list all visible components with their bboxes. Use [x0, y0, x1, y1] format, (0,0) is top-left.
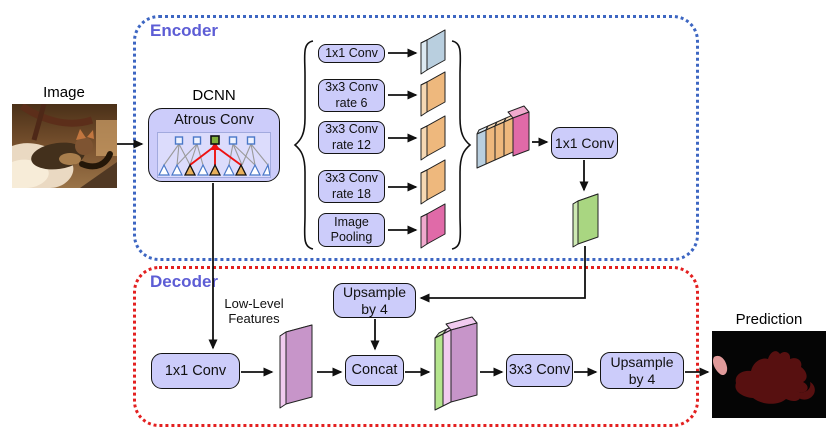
- input-image: [12, 103, 117, 188]
- prediction-cat-tail: [795, 382, 815, 400]
- prediction-secondary-mask: [712, 355, 728, 376]
- aspp-slab-rate18: [420, 159, 446, 205]
- prediction-cat-mask: [735, 351, 808, 404]
- encoder-output-slab: [572, 193, 599, 248]
- aspp-slabs: [279, 29, 599, 411]
- input-cat-photo: [12, 103, 117, 188]
- flow-arrows: [117, 48, 710, 377]
- encoder-region: Encoder: [133, 15, 699, 261]
- aspp-slab-image-pooling: [420, 203, 446, 249]
- aspp-braces: [293, 40, 472, 250]
- low-level-features-label: Low-Level Features: [224, 296, 284, 327]
- dcnn-block: Atrous Conv: [148, 108, 280, 182]
- prediction-label: Prediction: [735, 311, 803, 328]
- encoder-1x1-conv-box: 1x1 Conv: [551, 127, 618, 159]
- aspp-slab-rate6: [420, 71, 446, 117]
- aspp-slab-rate12: [420, 115, 446, 161]
- concat-box: Concat: [345, 355, 404, 386]
- atrous-diagram: [157, 132, 271, 178]
- atrous-conv-label: Atrous Conv: [174, 112, 254, 128]
- atrous-triangles: [158, 163, 271, 176]
- concat-slab: [434, 316, 478, 411]
- atrous-gray-lines: [163, 143, 269, 166]
- atrous-squares: [174, 135, 256, 145]
- dcnn-label: DCNN: [192, 87, 236, 104]
- branch-box-1x1-conv: 1x1 Conv: [318, 44, 385, 63]
- aspp-concat-stack: [476, 105, 530, 169]
- prediction-mask-image: [712, 331, 826, 418]
- atrous-red-arrowhead: [210, 142, 220, 150]
- encoder-title: Encoder: [150, 21, 219, 40]
- arrow-green-slab-to-upsample: [419, 246, 586, 303]
- decoder-3x3-conv-box: 3x3 Conv: [506, 354, 573, 387]
- aspp-brace-left: [293, 40, 314, 250]
- prediction-image: [712, 331, 826, 418]
- low-level-slab: [279, 324, 313, 409]
- decoder-title: Decoder: [150, 272, 219, 291]
- decoder-1x1-conv-box: 1x1 Conv: [151, 353, 240, 389]
- input-image-label: Image: [43, 84, 85, 101]
- aspp-slab-1x1: [420, 29, 446, 75]
- decoder-region: Decoder: [133, 266, 699, 427]
- aspp-brace-right: [451, 40, 472, 250]
